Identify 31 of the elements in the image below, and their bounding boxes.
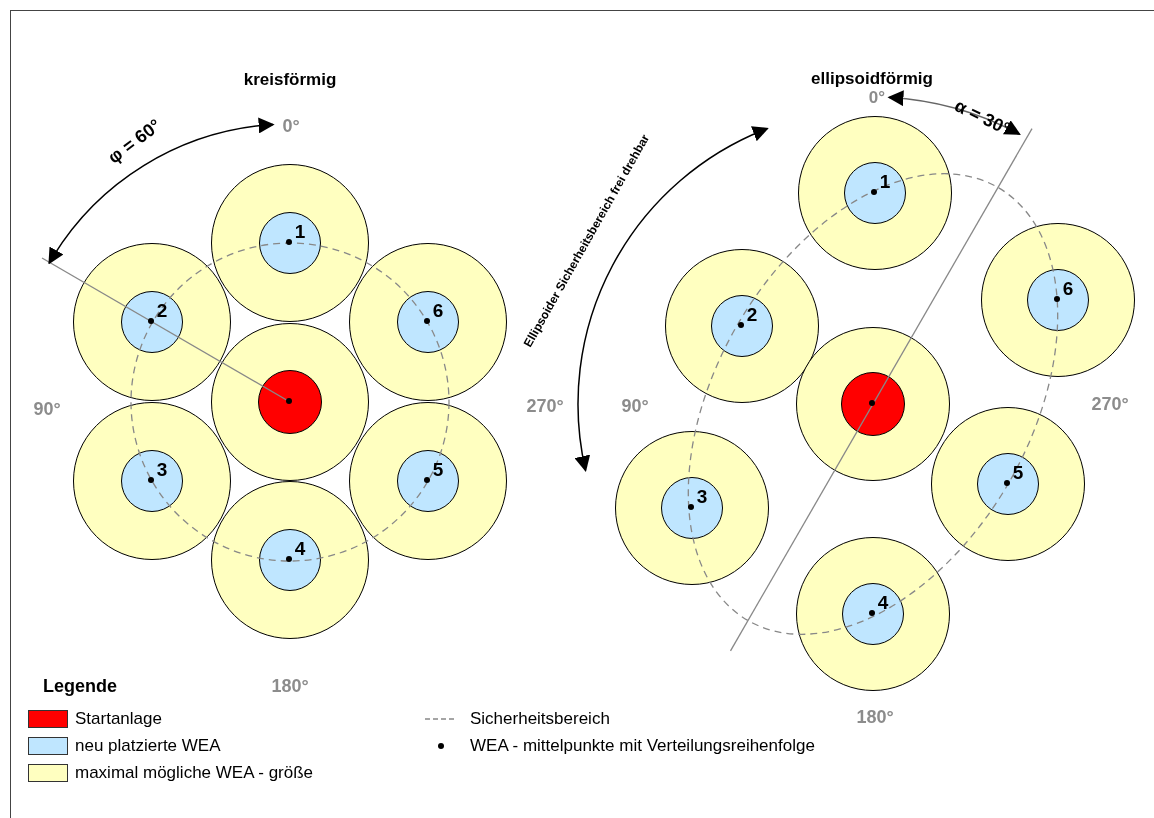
angle-label: 180° bbox=[856, 708, 894, 728]
turbine-number: 3 bbox=[696, 486, 708, 506]
diagram-heading: ellipsoidförmig bbox=[811, 69, 933, 89]
angle-label: φ = 60° bbox=[104, 115, 166, 169]
turbine-number: 4 bbox=[877, 592, 889, 612]
angle-label: 0° bbox=[282, 117, 300, 137]
turbine-number: 5 bbox=[432, 459, 444, 479]
angle-label: 90° bbox=[33, 400, 61, 420]
legend-title: Legende bbox=[43, 677, 117, 697]
turbine-number: 3 bbox=[156, 459, 168, 479]
legend-label: maximal mögliche WEA - größe bbox=[75, 763, 314, 783]
turbine-number: 2 bbox=[156, 300, 168, 320]
legend-label: WEA - mittelpunkte mit Verteilungsreihenfolge bbox=[470, 736, 815, 756]
angle-label: 270° bbox=[1091, 395, 1129, 415]
angle-label: 180° bbox=[271, 677, 309, 697]
angle-label: α = 30° bbox=[951, 96, 1013, 140]
legend-label: neu platzierte WEA bbox=[75, 736, 221, 756]
legend-label: Startanlage bbox=[75, 709, 162, 729]
legend-label: Sicherheitsbereich bbox=[470, 709, 610, 729]
angle-label: 270° bbox=[526, 397, 564, 417]
turbine-number: 4 bbox=[294, 538, 306, 558]
turbine-number: 6 bbox=[432, 300, 444, 320]
turbine-number: 5 bbox=[1012, 462, 1024, 482]
turbine-number: 6 bbox=[1062, 278, 1074, 298]
angle-label: 0° bbox=[868, 88, 886, 108]
diagram-heading: kreisförmig bbox=[243, 70, 337, 90]
angle-label: 90° bbox=[621, 397, 649, 417]
turbine-number: 1 bbox=[294, 221, 306, 241]
turbine-number: 1 bbox=[879, 171, 891, 191]
turbine-number: 2 bbox=[746, 304, 758, 324]
new-turbine-circle bbox=[120, 290, 183, 353]
